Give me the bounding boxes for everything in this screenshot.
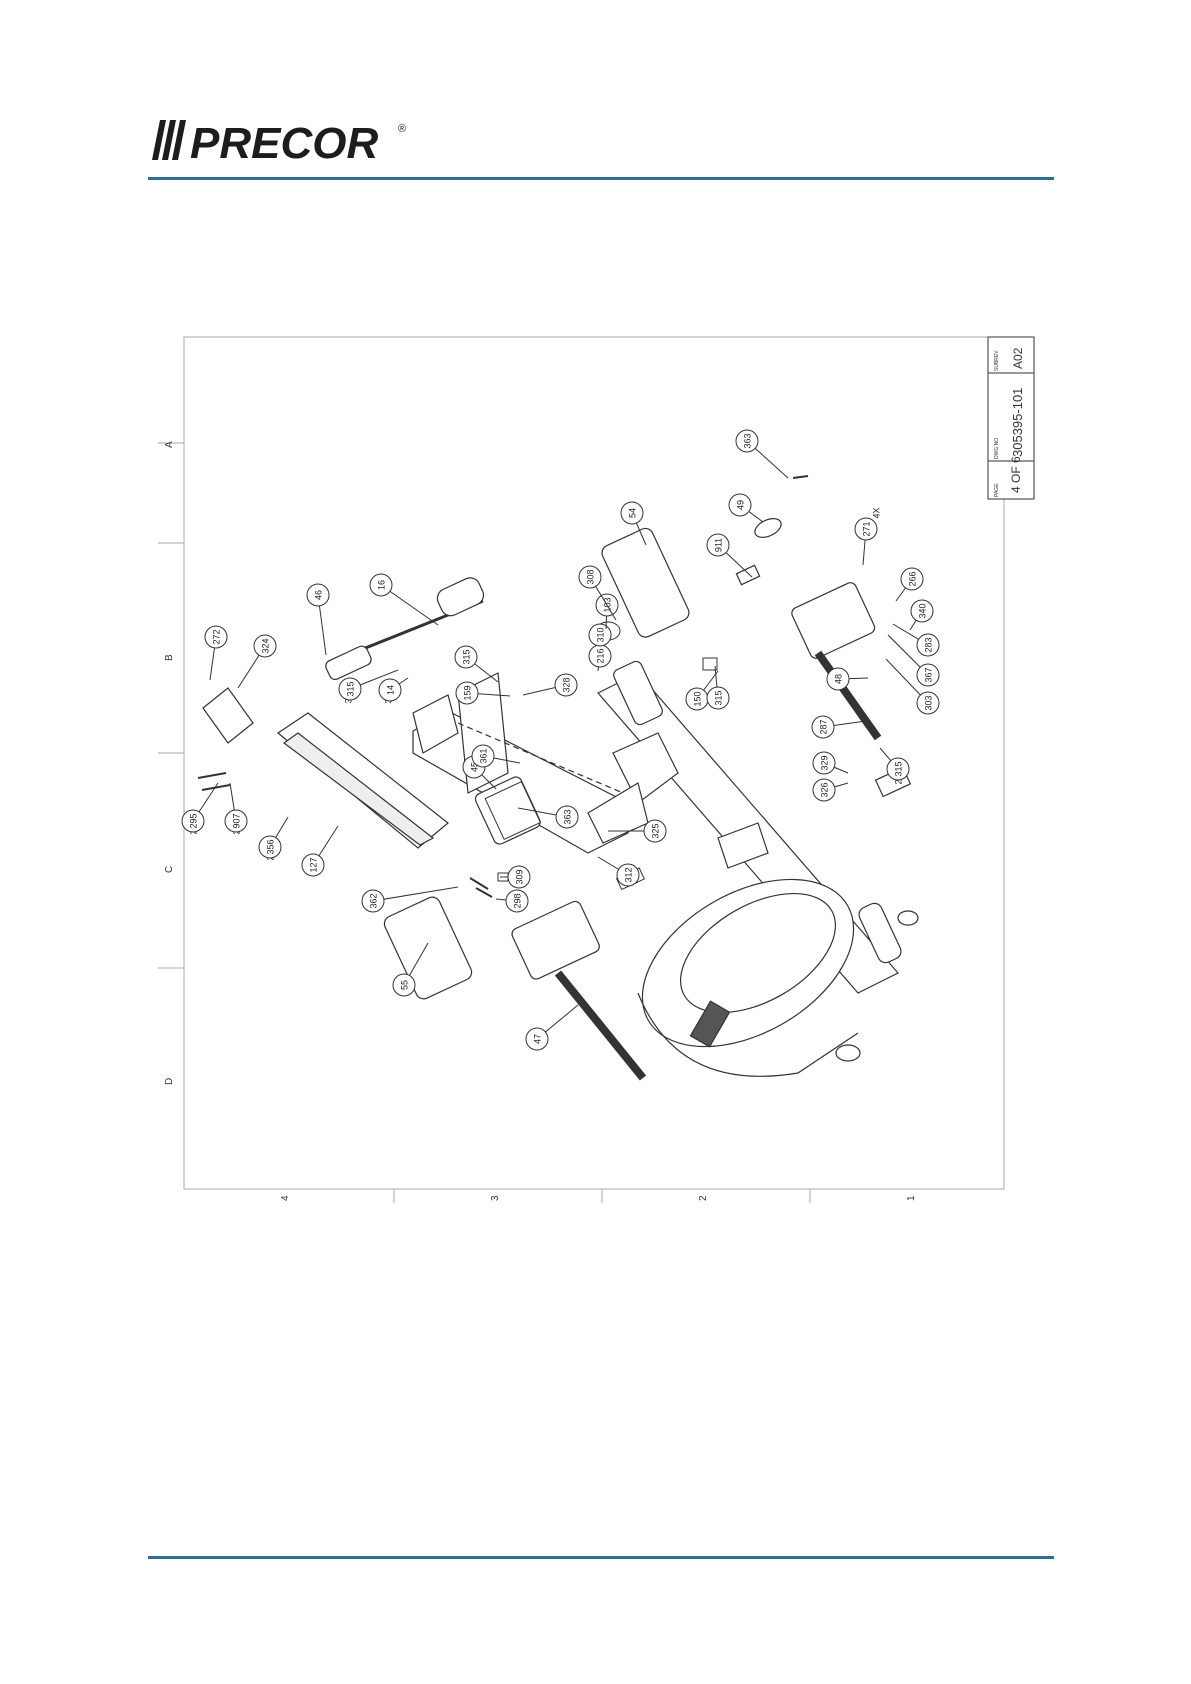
- registered-mark: ®: [398, 123, 406, 135]
- callout-label: 356: [266, 839, 276, 854]
- callout-label: 55: [400, 980, 410, 990]
- callout-label: 326: [820, 782, 830, 797]
- page-value: 4 OF 6: [1009, 456, 1023, 493]
- footer-rule: [148, 1556, 1054, 1559]
- drawing-svg: A B C D 4 3 2 1 PAGE 4 OF 6 DWG NO 30539…: [158, 333, 1038, 1203]
- callout-leader: [373, 887, 458, 901]
- brand-wordmark: PRECOR: [190, 119, 378, 162]
- zone-letter: B: [164, 654, 175, 661]
- callout-label: 310: [596, 627, 606, 642]
- callout-label: 315: [894, 761, 904, 776]
- zone-number: 3: [490, 1195, 501, 1201]
- title-block: PAGE 4 OF 6 DWG NO 305395-101 SUBREV A02: [988, 337, 1034, 499]
- callout-label: 911: [714, 538, 724, 552]
- callout-label: 4X: [872, 507, 882, 518]
- callout-label: 298: [513, 893, 523, 908]
- callout-label: 340: [918, 603, 928, 618]
- zone-letter: D: [164, 1078, 175, 1085]
- callout-label: 159: [463, 685, 473, 700]
- callout-label: 361: [479, 748, 489, 763]
- callout-label: 46: [314, 590, 324, 600]
- exploded-parts-drawing: A B C D 4 3 2 1 PAGE 4 OF 6 DWG NO 30539…: [158, 333, 1038, 1203]
- zone-letter: A: [164, 441, 175, 448]
- callout-label: 127: [309, 857, 319, 872]
- callout-label: 315: [346, 681, 356, 696]
- callout-label: 309: [515, 869, 525, 884]
- callout-label: 14: [386, 685, 396, 695]
- callout-label: 312: [624, 867, 634, 882]
- callout-label: 363: [743, 433, 753, 448]
- callout-label: 48: [834, 674, 844, 684]
- precor-logo: PRECOR ®: [150, 118, 410, 162]
- callout-label: 362: [369, 893, 379, 908]
- callout-label: 216: [596, 648, 606, 663]
- callout-label: 324: [261, 638, 271, 653]
- callout-label: 272: [212, 629, 222, 644]
- callout-label: 266: [908, 571, 918, 586]
- callout-label: 303: [924, 695, 934, 710]
- callout-label: 308: [586, 569, 596, 584]
- callout-label: 295: [189, 813, 199, 828]
- callout-label: 328: [562, 677, 572, 692]
- callout-label: 329: [820, 755, 830, 770]
- dwg-label: DWG NO: [994, 438, 1000, 459]
- rev-value: A02: [1011, 347, 1025, 369]
- callout-label: 271: [862, 521, 872, 536]
- drawing-frame: [184, 337, 1004, 1189]
- callout-label: 54: [628, 508, 638, 518]
- callout-label: 363: [563, 809, 573, 824]
- zone-letter: C: [164, 866, 175, 873]
- zone-number: 2: [698, 1195, 709, 1201]
- zone-number: 1: [906, 1195, 917, 1201]
- callout-label: 47: [533, 1034, 543, 1044]
- callout-label: 283: [924, 637, 934, 652]
- callout-label: 907: [232, 813, 242, 828]
- callout-label: 150: [693, 691, 703, 706]
- callout-label: 49: [736, 500, 746, 510]
- callout-label: 315: [714, 690, 724, 705]
- callout-label: 325: [651, 823, 661, 838]
- callout-label: 315: [462, 649, 472, 664]
- header-rule: [148, 177, 1054, 180]
- precor-logo-mark: PRECOR ®: [150, 118, 410, 162]
- dwg-value: 305395-101: [1010, 388, 1025, 457]
- callout-label: 367: [924, 667, 934, 682]
- zone-number: 4: [280, 1195, 291, 1201]
- page-label: PAGE: [994, 483, 1000, 497]
- rev-label: SUBREV: [994, 350, 1000, 371]
- callout-label: 16: [377, 580, 387, 590]
- callout-label: 287: [819, 719, 829, 734]
